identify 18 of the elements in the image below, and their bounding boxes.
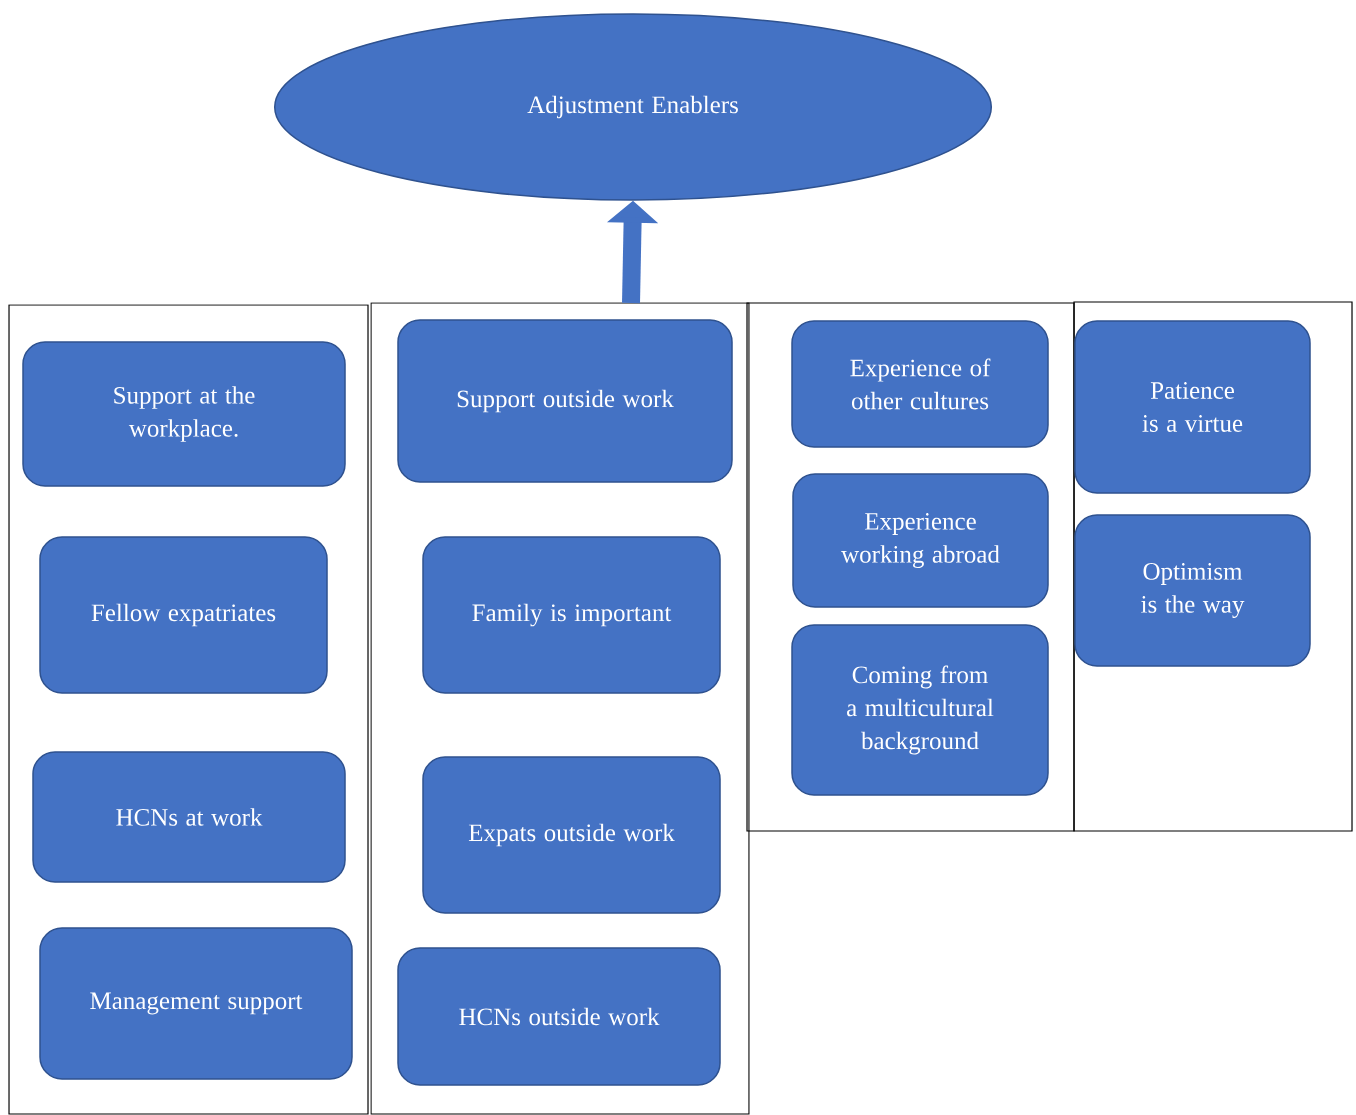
rounded-box: Support at the workplace. — [22, 341, 346, 487]
rounded-box: Expats outside work — [422, 756, 721, 914]
rounded-box: Family is important — [422, 536, 721, 694]
rounded-box: HCNs at work — [32, 751, 346, 883]
panel-frame — [8, 304, 369, 1115]
panel-frame — [1073, 301, 1353, 832]
rounded-box: Patience is a virtue — [1074, 320, 1311, 494]
panel-frame — [370, 302, 750, 1115]
rounded-box: Experience working abroad — [792, 473, 1049, 608]
rounded-box: HCNs outside work — [397, 947, 721, 1086]
rounded-box: Management support — [39, 927, 353, 1080]
rounded-box: Coming from a multicultural background — [791, 624, 1049, 796]
rounded-box: Support outside work — [397, 319, 733, 483]
rounded-box: Experience of other cultures — [791, 320, 1049, 448]
ellipse-node: Adjustment Enablers — [274, 13, 993, 201]
rounded-box: Optimism is the way — [1074, 514, 1311, 667]
panel-frame — [746, 302, 1075, 832]
rounded-box: Fellow expatriates — [39, 536, 328, 694]
